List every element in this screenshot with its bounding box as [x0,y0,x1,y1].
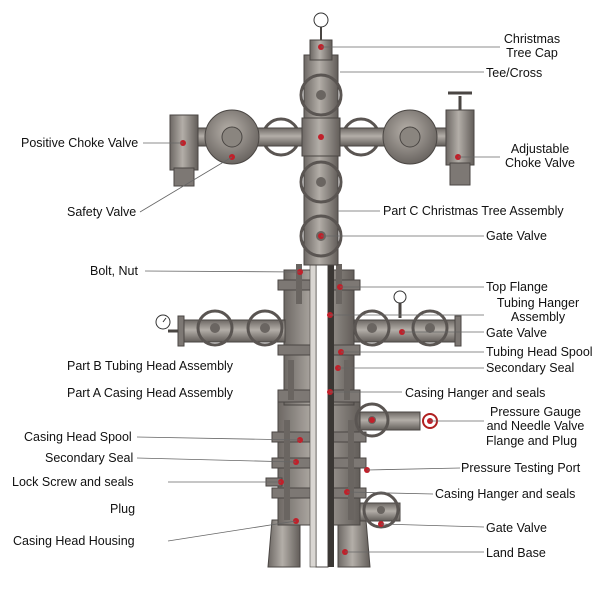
label-pressure-testing-port: Pressure Testing Port [461,461,581,475]
label-casing-head-spool: Casing Head Spool [24,430,132,444]
label-christmas-tree-cap: Christmas Tree Cap [502,32,562,60]
tree-cap [309,12,333,61]
label-secondary-seal-right: Secondary Seal [486,361,575,375]
label-casing-hanger-seals-lower: Casing Hanger and seals [435,487,576,501]
label-plug: Plug [110,502,136,516]
label-lock-screw-seals: Lock Screw and seals [12,475,134,489]
label-top-flange: Top Flange [486,280,548,294]
label-secondary-seal-left: Secondary Seal [45,451,134,465]
label-land-base: Land Base [486,546,546,560]
label-part-a: Part A Casing Head Assembly [67,386,234,400]
label-gate-valve-upper: Gate Valve [486,229,547,243]
label-tubing-head-spool: Tubing Head Spool [486,345,593,359]
pressure-gauge-top [393,290,407,318]
label-christmas-tree-cap-text: Christmas Tree Cap [503,32,561,60]
label-casing-head-housing: Casing Head Housing [13,534,135,548]
label-tee-cross: Tee/Cross [486,66,543,80]
casing-head-housing [267,519,371,568]
label-positive-choke-valve: Positive Choke Valve [21,136,139,150]
production-tubing [309,261,334,568]
label-part-c: Part C Christmas Tree Assembly [383,204,564,218]
label-casing-hanger-seals-upper: Casing Hanger and seals [405,386,546,400]
casing-head-gate-valve-right [354,402,438,438]
tubing-head-left-arm [177,309,286,347]
label-gate-valve-lower: Gate Valve [486,521,547,535]
label-part-b: Part B Tubing Head Assembly [67,359,234,373]
right-actuator [382,109,438,165]
pressure-gauge-left [155,314,178,333]
bolt-studs [284,264,354,520]
safety-valve-actuator [204,109,260,165]
leader-lines [136,46,500,553]
label-gate-valve-middle: Gate Valve [486,326,547,340]
label-adjustable-choke-valve: Adjustable Choke Valve [505,142,575,170]
label-bolt-nut: Bolt, Nut [90,264,138,278]
casing-head-gate-valve-lower [359,491,401,529]
adjustable-choke-body [445,91,475,186]
positive-choke-body [169,114,199,187]
tubing-head-right-arm [353,309,462,347]
label-pressure-gauge-needle-valve: Pressure Gauge and Needle Valve [486,405,585,433]
label-flange-and-plug: Flange and Plug [486,434,578,448]
label-tubing-hanger-assembly: Tubing Hanger Assembly [496,296,580,324]
label-safety-valve: Safety Valve [67,205,137,219]
